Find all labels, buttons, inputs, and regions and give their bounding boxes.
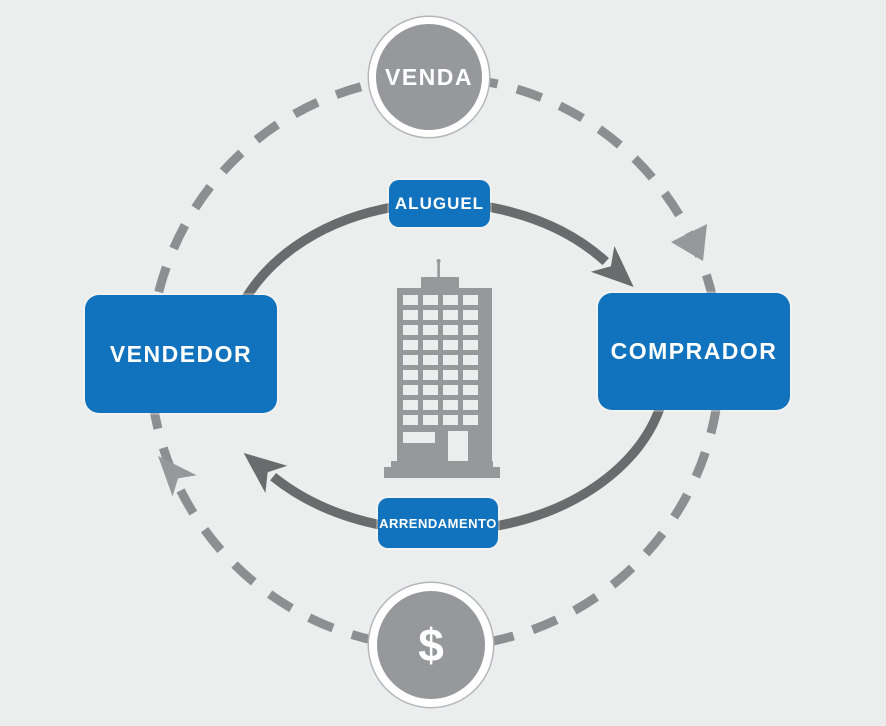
arrendamento-badge: ARRENDAMENTO xyxy=(378,498,498,548)
vendedor-box: VENDEDOR xyxy=(85,295,277,413)
venda-label: VENDA xyxy=(384,63,473,90)
building-icon xyxy=(384,259,500,478)
vendedor-label: VENDEDOR xyxy=(109,340,253,367)
aluguel-label: ALUGUEL xyxy=(394,194,485,213)
venda-circle: VENDA xyxy=(369,17,489,137)
dollar-sign: $ xyxy=(418,619,444,671)
dashed-arrowhead-to-vendedor-icon xyxy=(158,456,197,497)
comprador-label: COMPRADOR xyxy=(610,338,778,364)
aluguel-badge: ALUGUEL xyxy=(389,180,490,227)
dashed-arrowhead-to-comprador-icon xyxy=(671,224,707,261)
comprador-box: COMPRADOR xyxy=(598,293,790,410)
arrendamento-label: ARRENDAMENTO xyxy=(379,515,497,531)
money-circle: $ xyxy=(369,583,493,707)
